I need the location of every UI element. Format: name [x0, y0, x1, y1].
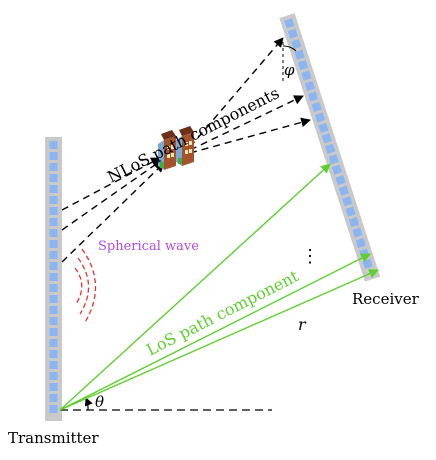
spherical-wave — [74, 248, 97, 325]
antenna-element — [355, 237, 366, 248]
transmitter-array — [45, 137, 62, 421]
receiver-label: Receiver — [352, 290, 420, 308]
antenna-element — [291, 39, 302, 50]
antenna-element — [331, 164, 343, 175]
r-label: r — [298, 315, 307, 334]
nlos-arrow — [61, 159, 163, 231]
theta-arc — [84, 397, 93, 411]
antenna-element — [49, 141, 58, 149]
antenna-element — [49, 273, 58, 281]
antenna-element — [49, 218, 58, 226]
antenna-element — [304, 80, 315, 92]
los-arrow — [59, 253, 371, 411]
wave-arc — [77, 257, 90, 315]
antenna-element — [335, 175, 346, 186]
antenna-element — [49, 262, 58, 270]
antenna-element — [49, 185, 58, 193]
theta-label: θ — [95, 393, 104, 411]
antenna-element — [49, 328, 58, 336]
antenna-element — [294, 49, 305, 60]
antenna-element — [49, 295, 58, 303]
antenna-element — [49, 317, 58, 325]
nlos-arrow — [61, 157, 161, 211]
antenna-element — [308, 91, 319, 102]
antenna-element — [298, 60, 309, 71]
wave-arc — [74, 267, 83, 305]
transmitter-label: Transmitter — [8, 429, 99, 447]
spherical-wave-label: Spherical wave — [98, 239, 199, 254]
los-arrow — [59, 163, 331, 411]
antenna-element — [301, 70, 312, 81]
phi-annotation — [282, 42, 297, 84]
nlos-arrow — [189, 117, 311, 154]
antenna-element — [49, 339, 58, 347]
antenna-element — [49, 240, 58, 248]
receiver-array — [279, 13, 381, 282]
antenna-element — [284, 18, 295, 29]
antenna-element — [49, 196, 58, 204]
antenna-element — [318, 122, 329, 133]
antenna-element — [49, 405, 58, 413]
antenna-element — [49, 284, 58, 292]
antenna-element — [49, 372, 58, 380]
antenna-element — [338, 185, 349, 196]
antenna-element — [328, 154, 339, 165]
scatterer-building-icon — [176, 126, 194, 166]
antenna-element — [49, 350, 58, 358]
antenna-element — [49, 229, 58, 237]
antenna-element — [325, 143, 336, 154]
antenna-element — [49, 152, 58, 160]
scatterer-building-icon — [158, 130, 176, 170]
nlos-arrow — [189, 95, 304, 151]
antenna-element — [49, 361, 58, 369]
vertical-ellipsis: ⋮ — [301, 246, 319, 267]
los-arrow — [59, 269, 379, 411]
antenna-element — [352, 227, 363, 238]
antenna-element — [49, 174, 58, 182]
antenna-element — [321, 133, 332, 144]
nlos-paths — [61, 37, 311, 263]
antenna-element — [287, 28, 298, 39]
phi-arc — [282, 45, 297, 52]
los-paths — [59, 163, 379, 411]
antenna-element — [49, 251, 58, 259]
wave-arc — [81, 248, 97, 325]
antenna-element — [348, 216, 360, 228]
antenna-element — [345, 206, 356, 217]
nlos-label: NLoS path components — [104, 83, 282, 186]
antenna-element — [49, 394, 58, 402]
antenna-element — [49, 383, 58, 391]
antenna-element — [49, 163, 58, 171]
antenna-element — [314, 112, 326, 123]
antenna-element — [342, 196, 353, 207]
antenna-element — [311, 101, 322, 112]
antenna-element — [49, 306, 58, 314]
antenna-element — [49, 207, 58, 215]
phi-label: φ — [284, 61, 295, 79]
